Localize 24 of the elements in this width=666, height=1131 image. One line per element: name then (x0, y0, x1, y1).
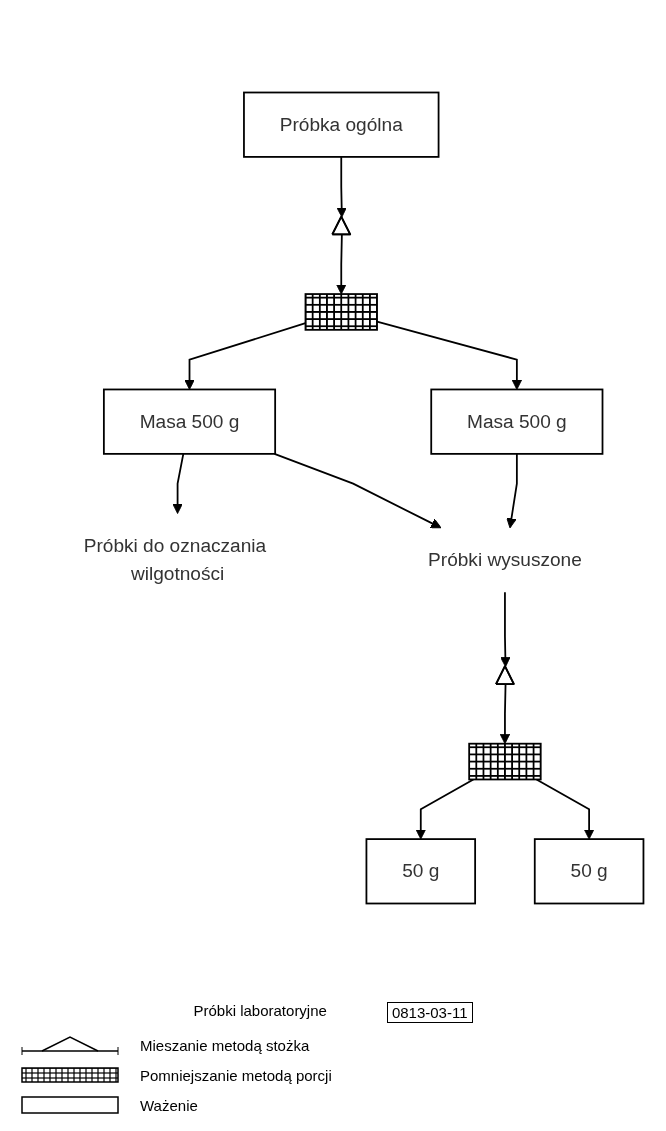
legend-text: Mieszanie metodą stożka (140, 1036, 310, 1054)
process-box: 50 g (533, 838, 645, 905)
mixing-triangle (495, 665, 515, 685)
arrow (273, 452, 442, 529)
arrow (172, 452, 185, 514)
process-box: Masa 500 g (102, 388, 277, 455)
legend-text: Pomniejszanie metodą porcji (140, 1066, 332, 1084)
drawing-number: 0813-03-11 (386, 1002, 473, 1023)
legend-text: Ważenie (140, 1096, 198, 1114)
arrow (336, 156, 347, 218)
process-box: Próbka ogólna (243, 91, 440, 158)
process-box: Masa 500 g (430, 388, 604, 455)
arrow (336, 234, 347, 295)
caption-text: Próbki laboratoryjne (193, 1002, 327, 1021)
arrow (500, 591, 511, 668)
node-text: Próbki do oznaczania wilgotności (83, 534, 267, 584)
reduction-bar (468, 742, 542, 781)
process-box: 50 g (365, 838, 477, 905)
node-text: Próbki wysuszone (428, 549, 582, 570)
mixing-triangle (331, 215, 352, 236)
arrow (506, 452, 518, 529)
arrow (535, 778, 595, 840)
reduction-bar (304, 293, 378, 331)
arrow (415, 778, 475, 840)
